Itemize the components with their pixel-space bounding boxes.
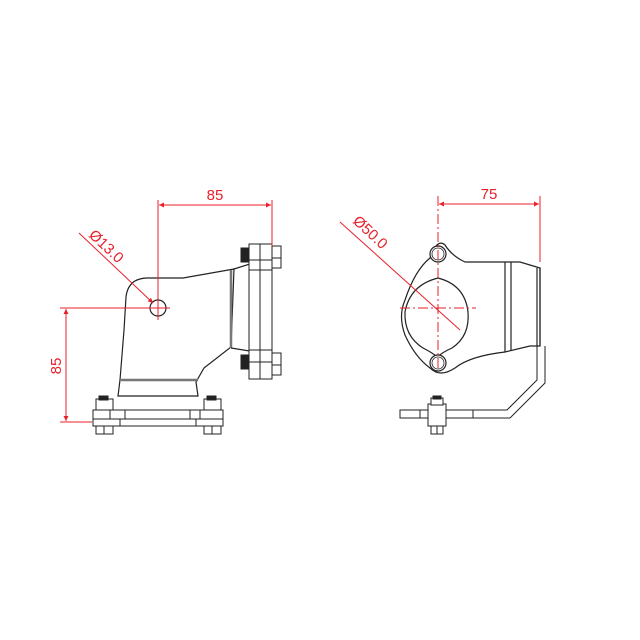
right-flange — [240, 243, 282, 380]
clamp-body — [400, 242, 541, 374]
dimension-horizontal-75: 75 — [481, 186, 498, 203]
bracket-body — [117, 261, 257, 397]
lower-bolt-hole-inner — [431, 356, 445, 370]
dimension-horizontal-85: 85 — [207, 187, 224, 204]
front-view: 75 Ø50.0 — [339, 186, 546, 435]
front-dimension-lines — [339, 196, 541, 370]
dimension-hole-diameter: Ø13.0 — [85, 226, 126, 266]
dimension-tube-diameter: Ø50.0 — [349, 212, 390, 252]
dimension-vertical-85: 85 — [48, 358, 65, 375]
base-plate — [92, 395, 224, 435]
side-view: 85 85 Ø13.0 — [48, 187, 282, 435]
dimension-lines — [60, 200, 273, 423]
bent-bracket — [399, 346, 546, 435]
